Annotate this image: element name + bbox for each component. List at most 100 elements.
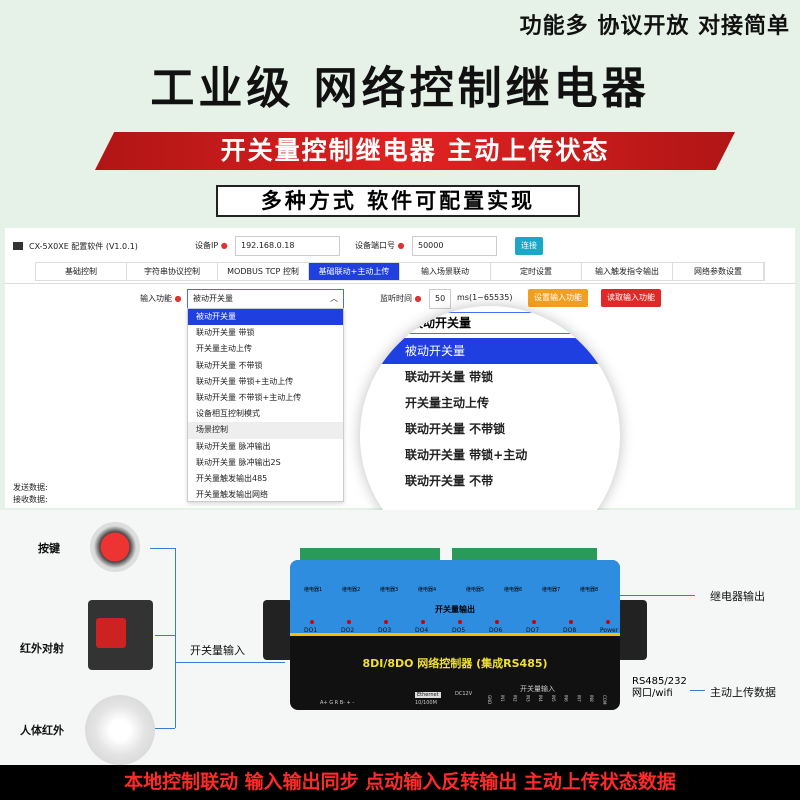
led-indicator <box>384 620 388 624</box>
led-indicator <box>458 620 462 624</box>
led-indicator <box>347 620 351 624</box>
do-label: DO5 <box>452 627 466 634</box>
push-button-image <box>90 522 140 572</box>
input-pin-label: IN8 <box>589 695 595 702</box>
do-label: Power <box>600 627 619 634</box>
chevron-up-icon: ︿ <box>330 294 338 303</box>
pir-sensor-image <box>85 695 155 765</box>
input-pin-label: IN6 <box>563 695 569 702</box>
input-pin-label: GND <box>487 695 492 705</box>
dropdown-option[interactable]: 场景控制 <box>188 422 343 439</box>
relay-output-label: 继电器输出 <box>710 590 765 603</box>
input-func-dropdown: 被动开关量联动开关量 带锁开关量主动上传联动开关量 不带锁联动开关量 带锁+主动… <box>187 308 344 502</box>
do-label: DO1 <box>304 627 318 634</box>
input-pin-label: IN1 <box>499 695 505 702</box>
mount-bracket-right <box>617 600 647 660</box>
port-input[interactable]: 50000 <box>412 236 497 256</box>
ethernet-speed: 10/100M <box>415 700 437 706</box>
do-label: DO2 <box>341 627 355 634</box>
tab-6[interactable]: 输入触发指令输出 <box>582 263 673 280</box>
led-indicator <box>495 620 499 624</box>
dropdown-option[interactable]: 开关量主动上传 <box>196 344 252 354</box>
subtitle-box: 多种方式 软件可配置实现 <box>216 185 580 217</box>
footer-banner: 本地控制联动 输入输出同步 点动输入反转输出 主动上传状态数据 <box>0 765 800 800</box>
dropdown-option[interactable]: 联动开关量 带锁+主动上传 <box>196 376 294 386</box>
set-input-button[interactable]: 设置输入功能 <box>528 289 588 307</box>
switch-input-label: 开关量输入 <box>190 644 245 657</box>
input-title: 开关量输入 <box>520 685 555 693</box>
input-pin-label: IN4 <box>538 695 544 702</box>
pir-label: 人体红外 <box>20 724 64 737</box>
tab-0[interactable]: 基础控制 <box>36 263 127 280</box>
dropdown-option[interactable]: 联动开关量 带锁 <box>196 328 255 338</box>
terminal-block-right <box>452 548 597 562</box>
listen-label: 监听时间 <box>380 294 412 303</box>
infrared-sensor-image <box>88 600 153 670</box>
relay-label: 继电器4 <box>418 587 437 593</box>
dropdown-option[interactable]: 开关量触发输出网络 <box>196 490 268 500</box>
do-label: DO7 <box>526 627 540 634</box>
do-label: DO6 <box>489 627 503 634</box>
infrared-beam-label: 红外对射 <box>20 642 64 655</box>
tagline: 功能多 协议开放 对接简单 <box>519 14 790 39</box>
listen-input[interactable]: 50 <box>429 289 451 309</box>
main-title: 工业级 网络控制继电器 <box>150 63 650 114</box>
ribbon-banner: 开关量控制继电器 主动上传状态 <box>95 132 735 170</box>
led-indicator <box>569 620 573 624</box>
tab-1[interactable]: 字符串协议控制 <box>127 263 218 280</box>
ip-input[interactable]: 192.168.0.18 <box>235 236 340 256</box>
dropdown-option[interactable]: 联动开关量 不带锁 <box>196 360 263 370</box>
relay-label: 继电器7 <box>542 587 561 593</box>
connect-button[interactable]: 连接 <box>515 237 543 255</box>
tab-3[interactable]: 基础联动+主动上传 <box>309 263 400 280</box>
rs485-pins: A+ G R B- + - <box>320 700 355 706</box>
relay-label: 继电器5 <box>466 587 485 593</box>
dropdown-option[interactable]: 联动开关量 不带锁+主动上传 <box>196 392 302 402</box>
do-label: DO4 <box>415 627 429 634</box>
device-name: 8DI/8DO 网络控制器 (集成RS485) <box>362 657 548 670</box>
listen-unit: ms(1~65535) <box>457 293 513 302</box>
tab-4[interactable]: 输入场景联动 <box>400 263 491 280</box>
relay-label: 继电器2 <box>342 587 361 593</box>
comm-label: RS485/232 网口/wifi <box>632 676 687 699</box>
lens-option: 开关量主动上传 <box>405 396 490 410</box>
input-pin-label: IN2 <box>512 695 518 702</box>
dropdown-option[interactable]: 开关量触发输出485 <box>196 473 268 483</box>
do-label: DO8 <box>563 627 577 634</box>
ip-label: 设备IP <box>195 241 219 250</box>
input-func-label: 输入功能 <box>140 294 172 303</box>
network-controller-device: 继电器1 继电器2 继电器3 继电器4 继电器5 继电器6 继电器7 继电器8 开关量输出 D… <box>290 560 620 710</box>
input-pin-label: IN3 <box>525 695 531 702</box>
relay-label: 继电器1 <box>304 587 323 593</box>
tab-5[interactable]: 定时设置 <box>491 263 582 280</box>
dropdown-option[interactable]: 设备相互控制模式 <box>196 409 260 419</box>
lens-select: 被动开关量 <box>405 312 605 334</box>
terminal-block-left <box>300 548 440 562</box>
dropdown-option[interactable]: 联动开关量 脉冲输出2S <box>196 457 281 467</box>
app-title: CX-5X0XE 配置软件 (V1.0.1) <box>29 242 138 251</box>
power-label: DC12V <box>455 691 473 697</box>
lens-option: 被动开关量 <box>360 338 620 364</box>
do-label: DO3 <box>378 627 392 634</box>
output-title: 开关量输出 <box>435 605 475 614</box>
lens-option: 联动开关量 不带锁 <box>405 422 506 436</box>
button-label: 按键 <box>38 542 60 555</box>
dropdown-option[interactable]: 被动开关量 <box>188 309 343 326</box>
lens-option: 联动开关量 带锁+主动 <box>405 448 528 462</box>
input-pin-label: COM <box>601 695 607 705</box>
led-indicator <box>421 620 425 624</box>
led-indicator <box>532 620 536 624</box>
tab-2[interactable]: MODBUS TCP 控制 <box>218 263 309 280</box>
relay-label: 继电器6 <box>504 587 523 593</box>
input-func-select[interactable]: 被动开关量︿ <box>187 289 344 309</box>
relay-label: 继电器3 <box>380 587 399 593</box>
port-label: 设备端口号 <box>355 241 395 250</box>
tab-7[interactable]: 网络参数设置 <box>673 263 764 280</box>
led-indicator <box>310 620 314 624</box>
read-input-button[interactable]: 读取输入功能 <box>601 289 661 307</box>
dropdown-option[interactable]: 联动开关量 脉冲输出 <box>196 441 271 451</box>
input-pin-label: IN7 <box>576 695 582 702</box>
relay-label: 继电器8 <box>580 587 599 593</box>
upload-label: 主动上传数据 <box>710 686 776 699</box>
